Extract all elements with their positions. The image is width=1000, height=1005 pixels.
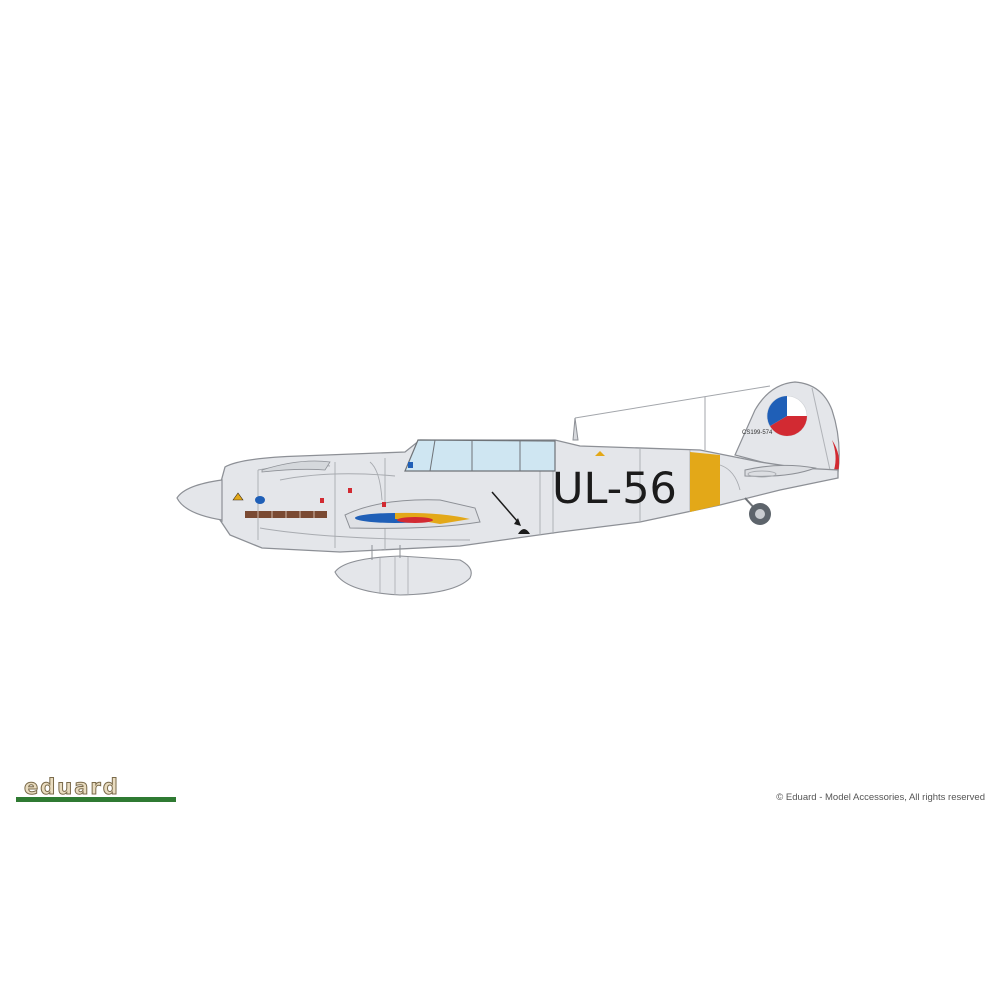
tail-wheel-hub	[755, 509, 765, 519]
rudder-tip	[832, 440, 840, 472]
gun-trough-segments	[257, 511, 315, 518]
wing-lower-profile	[334, 555, 472, 596]
wing-underside-yellow	[395, 512, 470, 524]
serial-marking: CS199-574	[742, 430, 773, 436]
copyright-notice: © Eduard - Model Accessories, All rights…	[776, 792, 985, 803]
exhaust-fairing	[261, 460, 331, 473]
red-marker-1	[320, 498, 324, 503]
red-marker-2	[348, 488, 352, 493]
wing-underside-insignia-red	[397, 517, 433, 523]
eduard-logo-text: eduard	[24, 775, 120, 799]
horizontal-stabilizer	[744, 464, 817, 477]
red-marker-3	[382, 502, 386, 507]
propeller-spinner	[176, 479, 223, 521]
step-arrowhead	[514, 518, 521, 526]
small-warning-triangle	[595, 451, 605, 456]
antenna-wire	[574, 385, 771, 419]
canopy-frame-1	[429, 439, 436, 472]
oil-cap	[255, 496, 265, 504]
czechoslovak-roundel	[766, 395, 808, 437]
step-arrow	[491, 491, 519, 523]
warning-triangle	[232, 492, 244, 501]
wing-lower-panels	[379, 557, 409, 595]
eduard-logo: eduard	[16, 776, 176, 802]
eduard-logo-bar	[16, 797, 176, 802]
code-marking: UL-56	[552, 464, 677, 514]
antenna-mast	[572, 417, 579, 441]
rudder-hinge	[811, 387, 831, 471]
fuel-marker	[408, 462, 413, 468]
boarding-step	[518, 529, 530, 534]
canopy	[404, 439, 556, 472]
fuselage-band	[690, 452, 720, 512]
